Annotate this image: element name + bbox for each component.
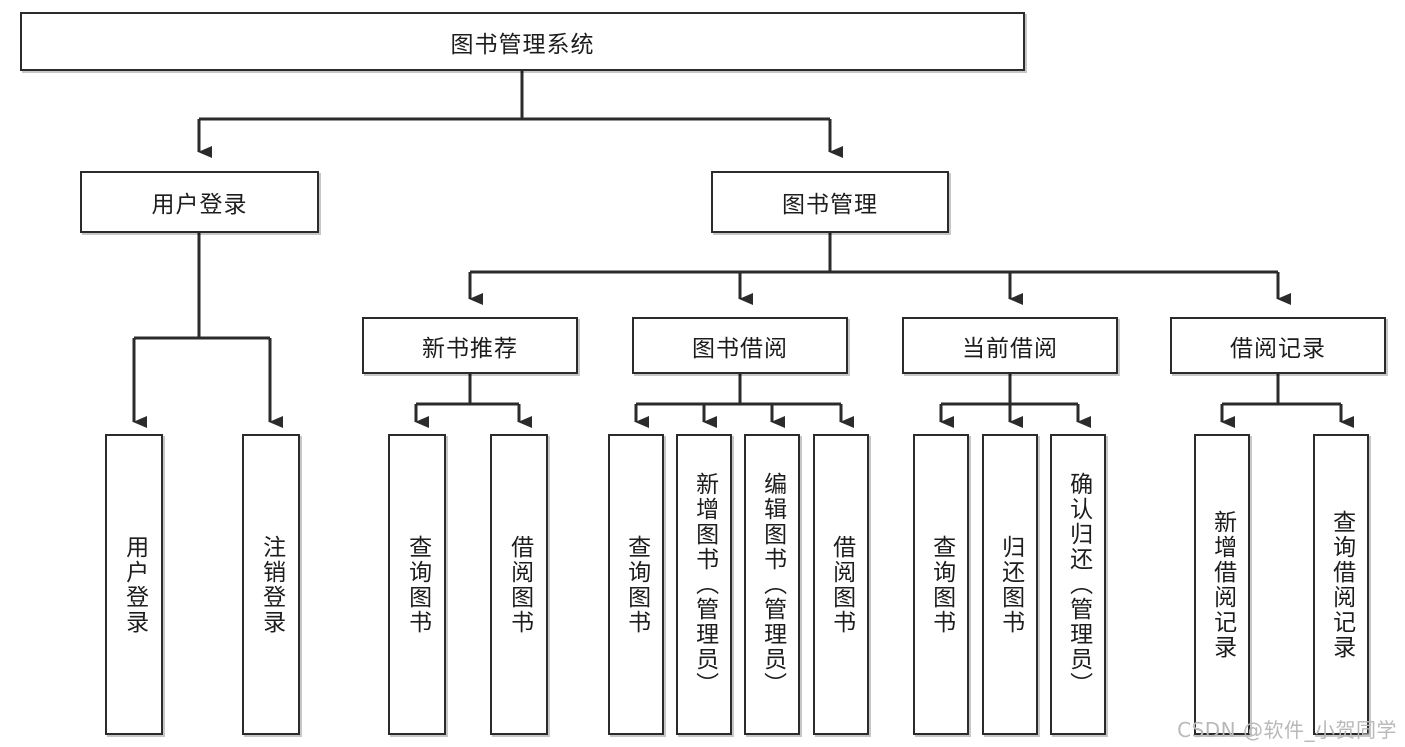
node-leaf-query-record[interactable]: 查询借阅记录 <box>1313 434 1369 735</box>
node-leaf-confirm-return-label: 确认归还（管理员） <box>1065 472 1092 697</box>
node-leaf-query-book-3[interactable]: 查询图书 <box>913 434 969 735</box>
node-current-borrow-label: 当前借阅 <box>962 335 1058 362</box>
node-leaf-query-book-3-label: 查询图书 <box>928 534 955 635</box>
node-leaf-user-login[interactable]: 用户登录 <box>105 434 163 735</box>
node-leaf-add-book-label: 新增图书（管理员） <box>691 472 718 697</box>
node-leaf-edit-book-label: 编辑图书（管理员） <box>759 472 786 697</box>
node-leaf-logout-label: 注销登录 <box>258 534 285 635</box>
node-leaf-add-record-label: 新增借阅记录 <box>1209 509 1236 660</box>
node-leaf-query-book-2-label: 查询图书 <box>623 534 650 635</box>
node-leaf-borrow-book-2[interactable]: 借阅图书 <box>813 434 869 735</box>
node-book-borrow-label: 图书借阅 <box>692 335 788 362</box>
node-leaf-query-record-label: 查询借阅记录 <box>1328 509 1355 660</box>
node-leaf-borrow-book-1[interactable]: 借阅图书 <box>490 434 548 735</box>
node-leaf-user-login-label: 用户登录 <box>121 534 148 635</box>
node-leaf-add-book[interactable]: 新增图书（管理员） <box>676 434 732 735</box>
node-book-borrow[interactable]: 图书借阅 <box>632 317 848 374</box>
node-leaf-return-book[interactable]: 归还图书 <box>982 434 1038 735</box>
node-borrow-record[interactable]: 借阅记录 <box>1170 317 1386 374</box>
node-current-borrow[interactable]: 当前借阅 <box>902 317 1118 374</box>
node-leaf-add-record[interactable]: 新增借阅记录 <box>1194 434 1250 735</box>
node-new-book-rec[interactable]: 新书推荐 <box>362 317 578 374</box>
node-leaf-borrow-book-1-label: 借阅图书 <box>506 534 533 635</box>
node-leaf-edit-book[interactable]: 编辑图书（管理员） <box>744 434 800 735</box>
node-leaf-borrow-book-2-label: 借阅图书 <box>828 534 855 635</box>
node-book-manage-label: 图书管理 <box>782 192 878 218</box>
node-root-label: 图书管理系统 <box>450 31 595 58</box>
node-user-login-label: 用户登录 <box>151 192 248 218</box>
node-user-login[interactable]: 用户登录 <box>80 171 319 233</box>
node-borrow-record-label: 借阅记录 <box>1230 335 1326 362</box>
node-leaf-query-book-1-label: 查询图书 <box>404 534 431 635</box>
node-leaf-query-book-2[interactable]: 查询图书 <box>608 434 664 735</box>
node-new-book-rec-label: 新书推荐 <box>422 335 518 362</box>
node-leaf-return-book-label: 归还图书 <box>997 534 1024 635</box>
node-leaf-confirm-return[interactable]: 确认归还（管理员） <box>1050 434 1106 735</box>
node-leaf-logout[interactable]: 注销登录 <box>242 434 300 735</box>
node-root[interactable]: 图书管理系统 <box>20 12 1025 71</box>
node-book-manage[interactable]: 图书管理 <box>711 171 949 233</box>
node-leaf-query-book-1[interactable]: 查询图书 <box>388 434 446 735</box>
